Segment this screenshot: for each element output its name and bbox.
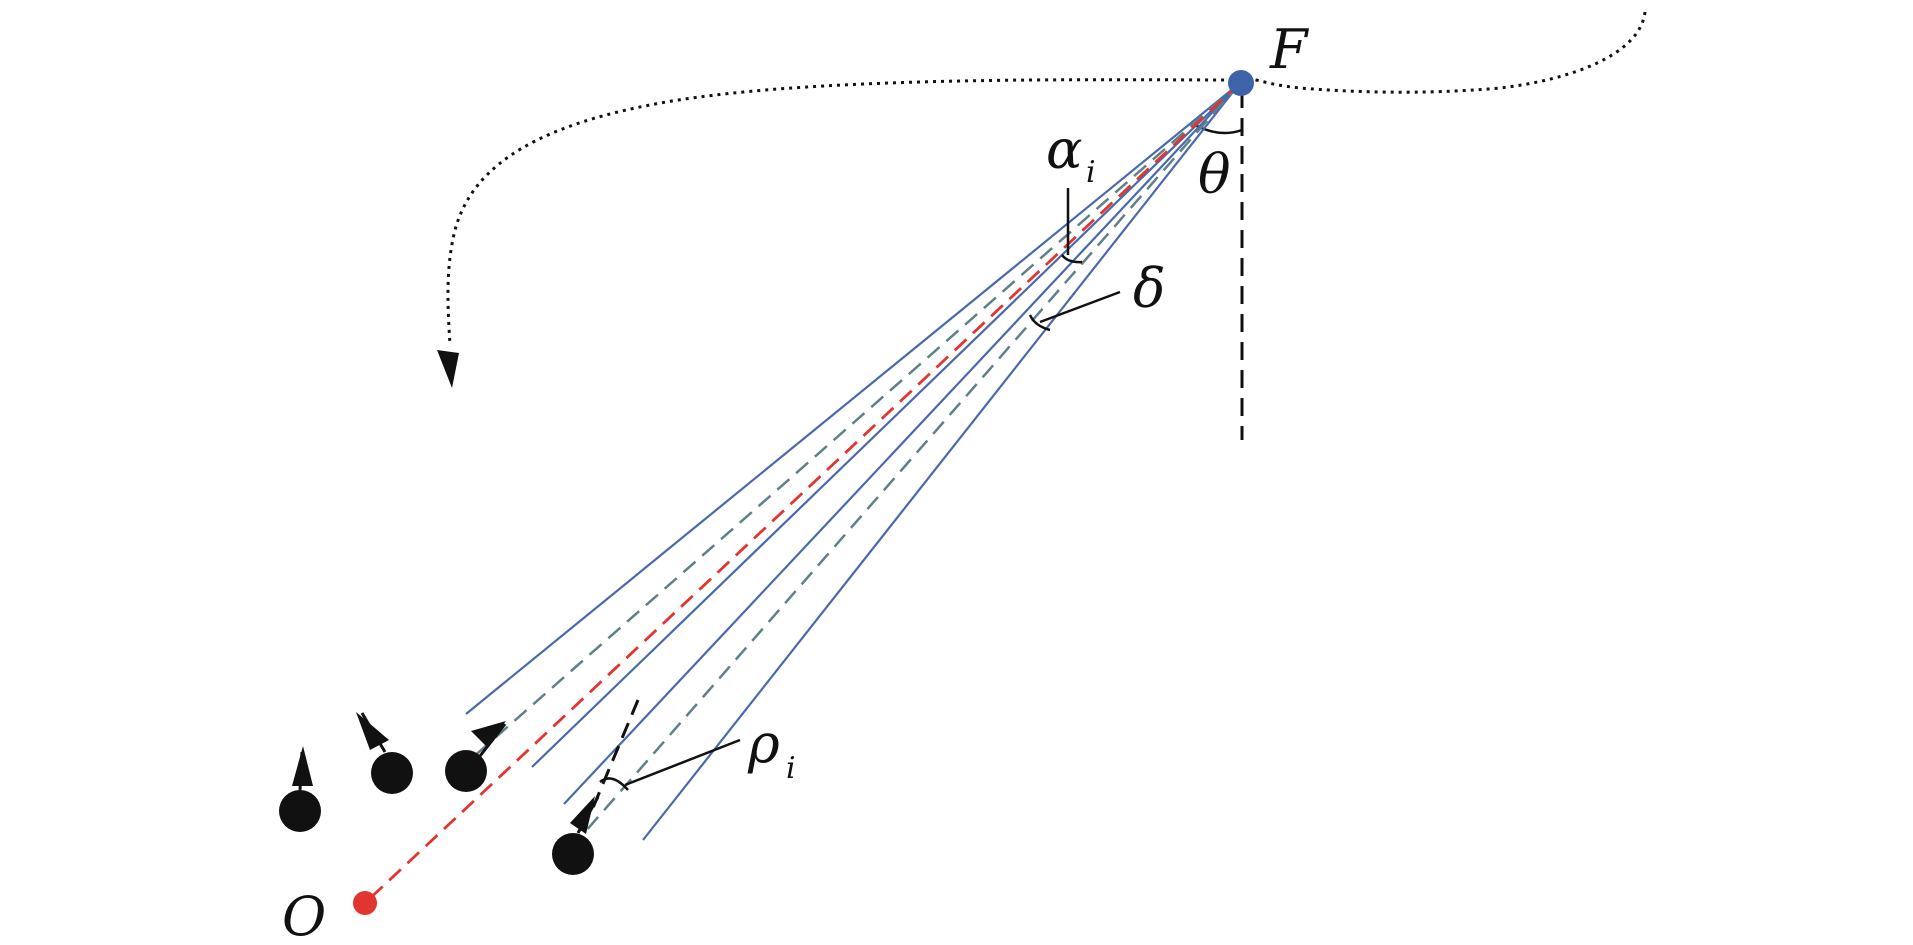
ray-1 (465, 82, 1241, 715)
rho-angle-arc (599, 777, 629, 791)
dashed-rays (462, 82, 1241, 841)
particle-2 (356, 712, 413, 794)
velocity-arrow-icon (292, 746, 313, 786)
velocity-arrow-icon (356, 712, 389, 750)
ray-4 (642, 82, 1241, 841)
particle-body (279, 790, 321, 832)
trajectory-curve-main (446, 78, 1241, 346)
dashed-ray-2 (577, 82, 1241, 841)
alpha-angle-arc (1061, 254, 1083, 264)
label-alpha: α (1046, 118, 1082, 181)
label-theta: θ (1198, 143, 1231, 206)
particle-4 (552, 796, 600, 875)
delta-angle-arc (1028, 314, 1051, 332)
label-rho: ρ (747, 712, 780, 775)
trajectory-arrowhead (437, 350, 459, 388)
solid-rays (465, 82, 1241, 841)
label-O: O (282, 885, 326, 945)
ray-3 (563, 82, 1241, 805)
rho-dashed-direction-line (590, 699, 640, 811)
velocity-arrow-icon (471, 721, 506, 746)
source-point-F (1228, 70, 1254, 96)
trajectory-curve (1239, 11, 1647, 94)
label-F: F (1269, 18, 1310, 81)
particle-body (445, 750, 487, 792)
delta-pointer-line (1039, 290, 1121, 324)
ray-2 (531, 82, 1241, 768)
origin-point-O (353, 891, 377, 915)
dashed-ray-1 (462, 82, 1241, 767)
rho-pointer-line (624, 738, 741, 787)
particle-3 (445, 721, 507, 792)
label-alpha-subscript: i (1086, 155, 1096, 190)
label-rho-subscript: i (786, 751, 796, 786)
particle-body (552, 833, 594, 875)
velocity-arrow-icon (570, 796, 595, 834)
center-ray (364, 81, 1241, 905)
label-delta: δ (1133, 257, 1166, 320)
particle-1 (279, 746, 321, 832)
particle-body (371, 752, 413, 794)
